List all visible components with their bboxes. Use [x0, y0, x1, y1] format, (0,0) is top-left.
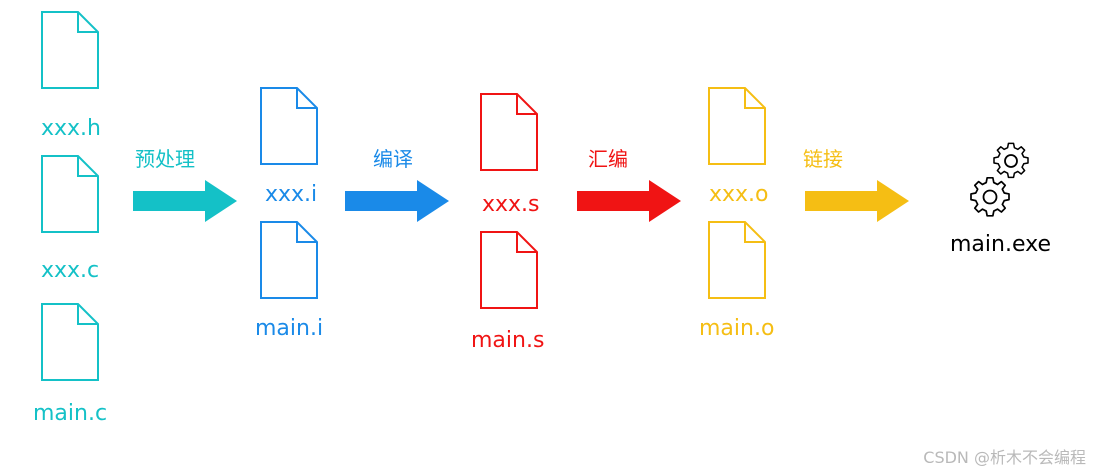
arrow-shape	[345, 180, 449, 222]
file-label-main-exe: main.exe	[950, 232, 1051, 257]
file-fold	[296, 222, 317, 243]
step-label-preprocess: 预处理	[135, 147, 195, 171]
file-icon-xxx-s	[479, 92, 539, 172]
file-body	[260, 87, 318, 165]
file-label-main-o: main.o	[699, 316, 775, 341]
file-label-xxx-c: xxx.c	[41, 258, 100, 283]
file-icon-xxx-c	[40, 154, 100, 234]
arrow-shape	[577, 180, 681, 222]
file-fold	[77, 156, 98, 177]
file-body	[41, 155, 99, 233]
file-label-main-c: main.c	[33, 401, 108, 426]
file-icon-main-s	[479, 230, 539, 310]
step-label-link: 链接	[803, 147, 843, 171]
file-fold	[77, 12, 98, 33]
file-label-main-s: main.s	[471, 328, 545, 353]
file-label-xxx-o: xxx.o	[709, 182, 769, 207]
arrow-shape	[133, 180, 237, 222]
file-body	[708, 221, 766, 299]
file-fold	[77, 304, 98, 325]
arrow-link	[805, 180, 909, 222]
file-fold	[296, 88, 317, 109]
file-body	[480, 231, 538, 309]
file-body	[480, 93, 538, 171]
file-icon-xxx-o	[707, 86, 767, 166]
file-fold	[744, 88, 765, 109]
arrow-compile	[345, 180, 449, 222]
file-body	[41, 303, 99, 381]
file-fold	[744, 222, 765, 243]
file-body	[41, 11, 99, 89]
file-body	[260, 221, 318, 299]
file-icon-xxx-h	[40, 10, 100, 90]
arrow-preprocess	[133, 180, 237, 222]
step-label-assemble: 汇编	[588, 147, 628, 171]
file-fold	[516, 232, 537, 253]
file-fold	[516, 94, 537, 115]
file-body	[708, 87, 766, 165]
file-label-xxx-h: xxx.h	[41, 116, 101, 141]
file-icon-main-o	[707, 220, 767, 300]
file-icon-main-i	[259, 220, 319, 300]
file-label-xxx-i: xxx.i	[265, 182, 318, 207]
file-icon-xxx-i	[259, 86, 319, 166]
step-label-compile: 编译	[373, 147, 413, 171]
arrow-assemble	[577, 180, 681, 222]
file-label-main-i: main.i	[255, 316, 324, 341]
file-icon-main-c	[40, 302, 100, 382]
file-label-xxx-s: xxx.s	[482, 192, 540, 217]
arrow-shape	[805, 180, 909, 222]
gears-icon	[966, 140, 1036, 224]
watermark: CSDN @析木不会编程	[923, 448, 1086, 467]
